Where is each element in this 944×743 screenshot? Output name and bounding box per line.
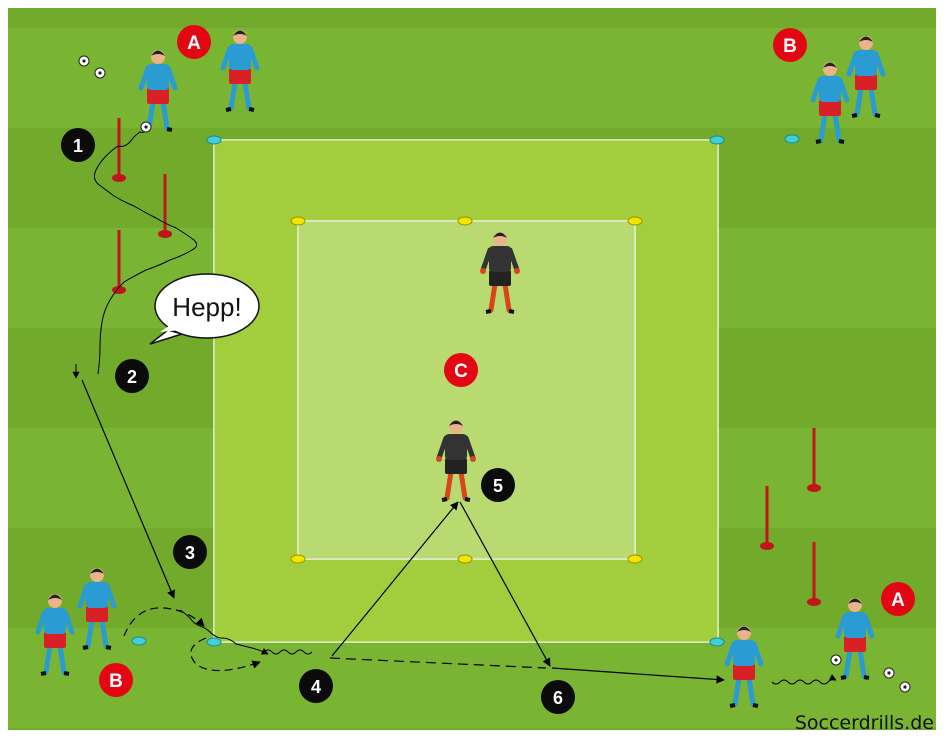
player-figure (724, 626, 764, 708)
pass-dashed (190, 637, 261, 672)
dribble-path-1 (93, 127, 198, 375)
player-figure (35, 594, 75, 676)
cone-cyan (784, 134, 800, 144)
group-badge-b-top: B (773, 28, 807, 62)
svg-text:4: 4 (311, 677, 321, 697)
group-badge-b-bottom: B (99, 663, 133, 697)
balls (78, 55, 911, 693)
svg-text:B: B (109, 671, 123, 692)
step-badge-1: 1 (61, 128, 95, 162)
ball (899, 681, 911, 693)
cone-cyan (131, 636, 147, 646)
player-figure (846, 36, 886, 118)
player-figure (835, 598, 875, 680)
group-badges: A B C B A (99, 25, 915, 697)
cone-cyan (206, 135, 222, 145)
svg-text:A: A (187, 33, 201, 54)
cone-yellow (457, 554, 473, 564)
pole (112, 118, 126, 182)
run-dashed (329, 657, 547, 669)
cone-yellow (627, 554, 643, 564)
pole (807, 428, 821, 492)
step-badges: 1 2 3 4 5 6 (61, 128, 575, 714)
svg-text:A: A (891, 590, 905, 611)
pass-arrow (551, 667, 725, 684)
cone-yellow (290, 554, 306, 564)
pass-arrow (459, 501, 551, 667)
pole (760, 486, 774, 550)
inner-square (297, 220, 636, 560)
pass-arrow (331, 501, 459, 657)
step-badge-6: 6 (541, 680, 575, 714)
cone-yellow (290, 216, 306, 226)
cone-cyan (709, 135, 725, 145)
pole (158, 174, 172, 238)
cone-yellow (627, 216, 643, 226)
player-figure (810, 62, 850, 144)
ball (830, 654, 842, 666)
pass-dashed (123, 607, 205, 637)
group-badge-c: C (444, 353, 478, 387)
ball (883, 667, 895, 679)
svg-text:C: C (454, 361, 468, 382)
speech-text: Hepp! (172, 292, 241, 322)
step-badge-2: 2 (115, 359, 149, 393)
svg-text:1: 1 (73, 136, 83, 156)
svg-text:6: 6 (553, 688, 563, 708)
step-badge-5: 5 (481, 468, 515, 502)
svg-text:B: B (783, 36, 797, 57)
ball (140, 121, 152, 133)
cone-cyan (206, 637, 222, 647)
svg-text:5: 5 (493, 476, 503, 496)
player-figure (220, 30, 260, 112)
svg-text:3: 3 (185, 543, 195, 563)
svg-text:2: 2 (127, 367, 137, 387)
ball (94, 67, 106, 79)
speech-bubble: Hepp! (149, 273, 260, 345)
ball (78, 55, 90, 67)
cone-cyan (709, 637, 725, 647)
player-figure (77, 568, 117, 650)
step-badge-3: 3 (173, 535, 207, 569)
goalkeeper-figure (480, 232, 520, 314)
cones (131, 134, 800, 647)
goalkeeper-figure (436, 420, 476, 502)
players (35, 30, 886, 708)
pole (807, 542, 821, 606)
step-badge-4: 4 (299, 669, 333, 703)
dribble-path-4 (179, 609, 269, 655)
watermark: Soccerdrills.de (794, 712, 934, 734)
group-badge-a-top: A (177, 25, 211, 59)
paths (72, 127, 837, 685)
group-badge-a-bottom: A (881, 582, 915, 616)
cone-yellow (457, 216, 473, 226)
run-arrow (81, 379, 175, 599)
